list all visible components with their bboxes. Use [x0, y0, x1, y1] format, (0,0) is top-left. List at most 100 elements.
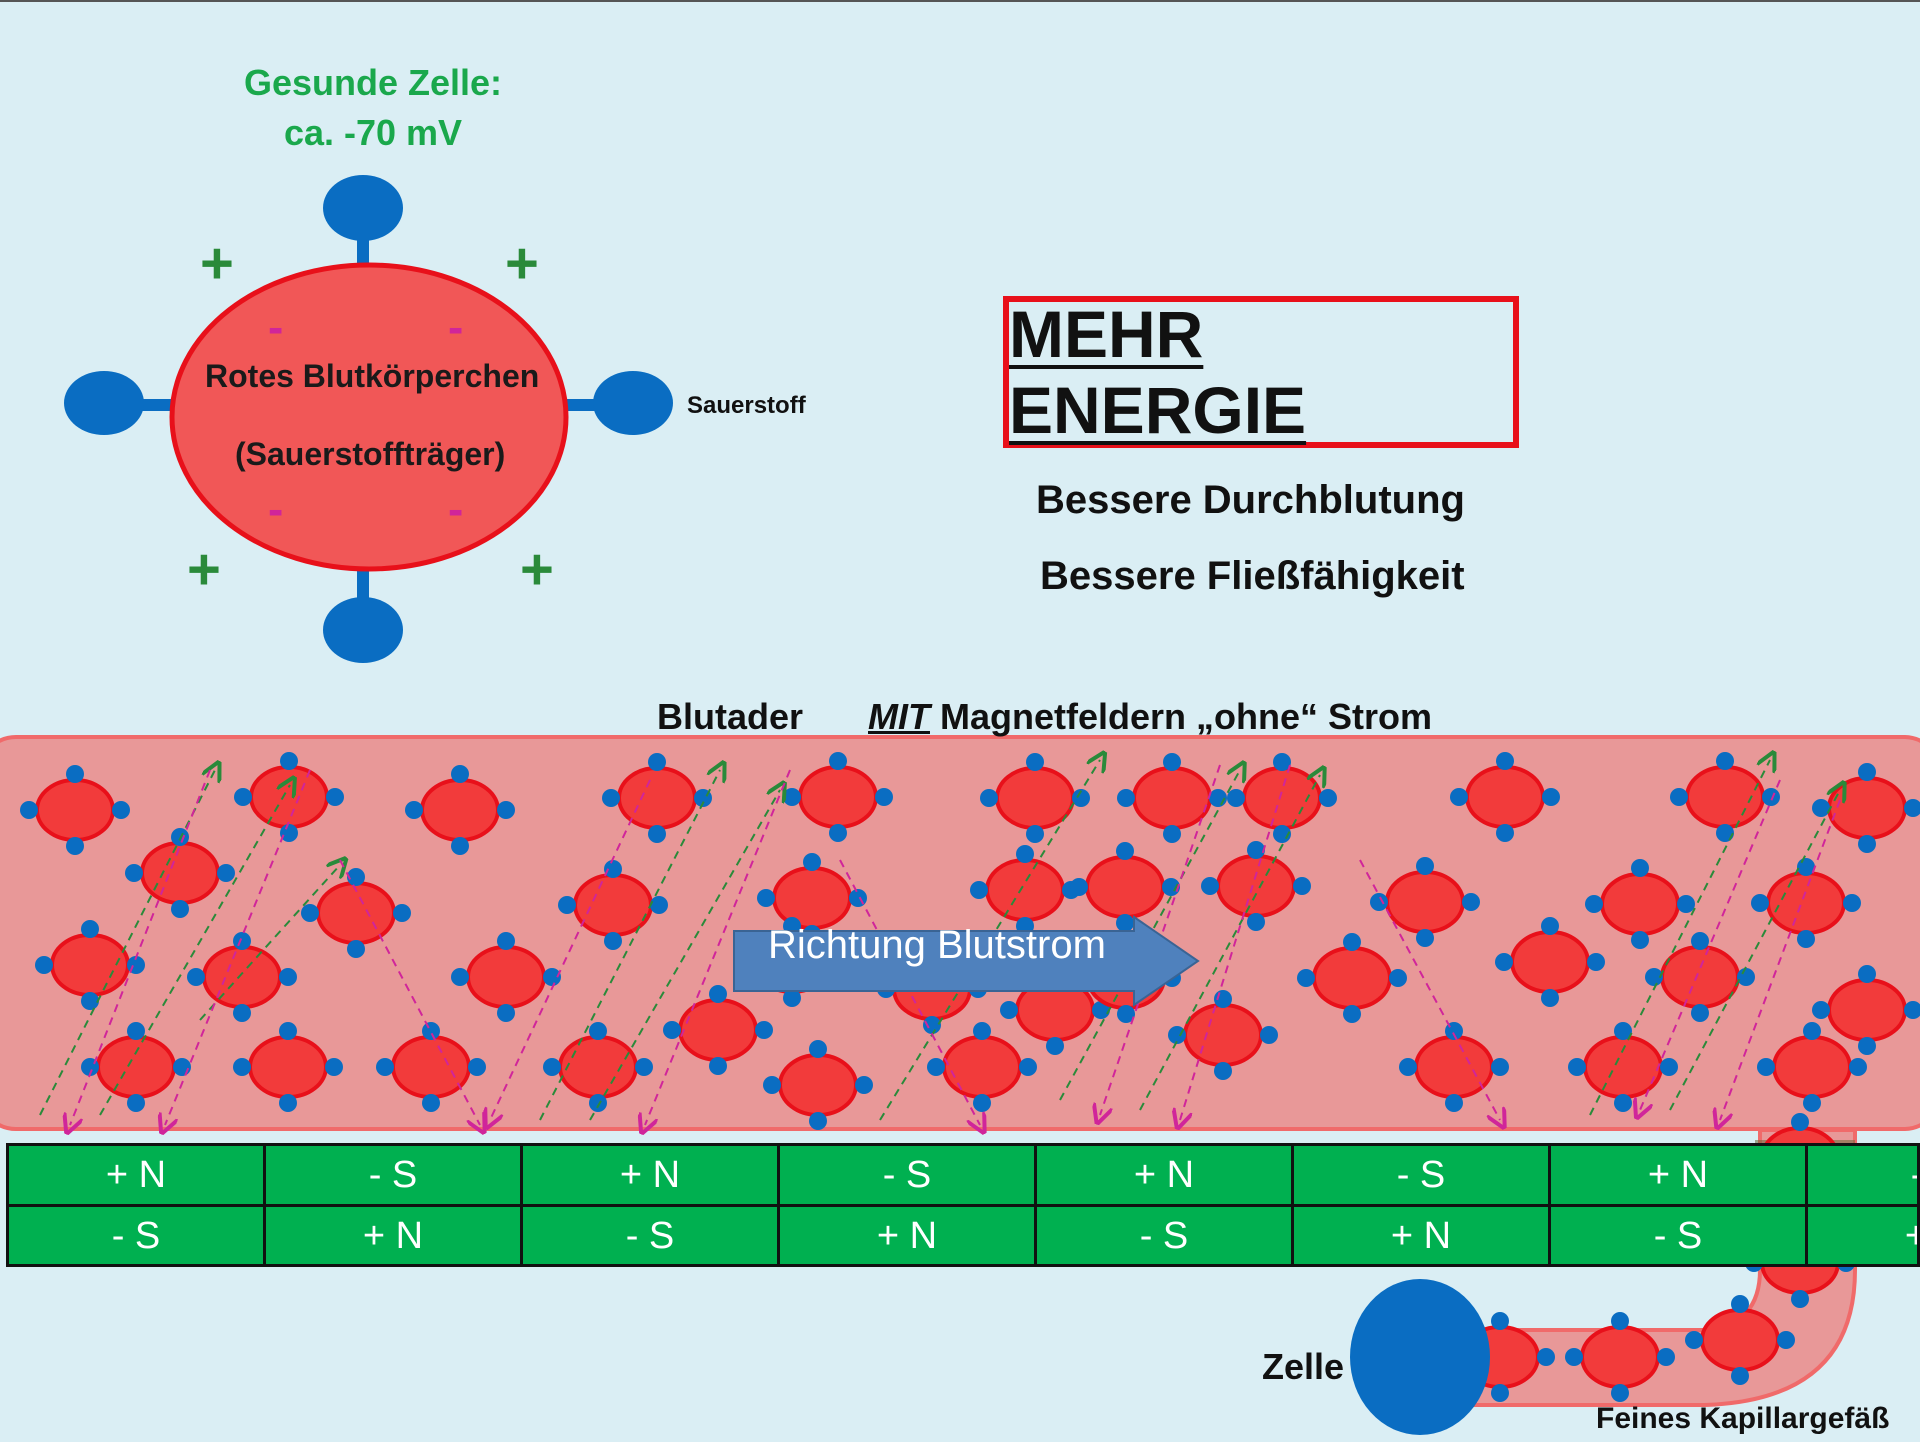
vessel-blood-cell	[1757, 1022, 1867, 1112]
oxygen-dot-icon	[1319, 789, 1337, 807]
oxygen-dot-icon	[1399, 1058, 1417, 1076]
oxygen-dot-icon	[451, 837, 469, 855]
oxygen-dot-icon	[451, 968, 469, 986]
headline-title: MEHR ENERGIE	[1009, 297, 1307, 447]
field-line-down	[839, 859, 980, 1125]
oxygen-dot-icon	[1116, 842, 1134, 860]
oxygen-dot-icon	[1904, 799, 1920, 817]
plus-charge-icon: +	[505, 231, 539, 296]
oxygen-dot-icon	[923, 1016, 941, 1034]
oxygen-dot-icon	[66, 837, 84, 855]
vessel-blood-cell	[783, 752, 893, 842]
oxygen-dot-icon	[663, 1021, 681, 1039]
oxygen-dot-icon	[1070, 878, 1088, 896]
oxygen-dot-icon	[280, 824, 298, 842]
oxygen-dot-icon	[1117, 789, 1135, 807]
oxygen-dot-icon	[1614, 1094, 1632, 1112]
oxygen-dot-icon	[604, 860, 622, 878]
oxygen-dot-icon	[1072, 789, 1090, 807]
oxygen-dot-icon	[648, 825, 666, 843]
oxygen-dot-icon	[757, 889, 775, 907]
plus-charge-icon: +	[187, 537, 221, 602]
oxygen-dot-icon	[1416, 929, 1434, 947]
vessel-blood-cell	[234, 752, 344, 842]
vessel-blood-cell	[81, 1022, 191, 1112]
magnet-pole-bottom: - S	[9, 1204, 266, 1264]
oxygen-dot-icon	[1791, 1290, 1809, 1308]
oxygen-dot-icon	[1389, 969, 1407, 987]
oxygen-dot-icon	[973, 1022, 991, 1040]
field-line-up	[1669, 790, 1840, 1111]
vessel-blood-cell	[1568, 1022, 1678, 1112]
vessel-blood-cell	[1812, 763, 1920, 853]
minus-charge-icon: -	[268, 301, 284, 353]
oxygen-dot-icon	[1812, 1001, 1830, 1019]
vessel-blood-cell	[1812, 965, 1920, 1055]
oxygen-dot-icon	[1462, 893, 1480, 911]
healthy-cell-voltage: ca. -70 mV	[283, 112, 463, 153]
oxygen-dot-icon	[1370, 893, 1388, 911]
oxygen-dot-icon	[1495, 953, 1513, 971]
oxygen-dot-icon	[1000, 1001, 1018, 1019]
oxygen-dot-icon	[648, 753, 666, 771]
oxygen-dot-icon	[125, 864, 143, 882]
oxygen-dot-icon	[1227, 789, 1245, 807]
oxygen-dot-icon	[1631, 931, 1649, 949]
oxygen-molecule-icon	[323, 597, 403, 663]
field-line-down	[1180, 764, 1291, 1120]
vessel-blood-cell	[663, 985, 773, 1075]
magnet-strip: + N- S- S+ N+ N- S- S+ N+ N- S- S+ N+ N-…	[6, 1143, 1920, 1267]
vessel-blood-cell	[1585, 859, 1695, 949]
oxygen-dot-icon	[1791, 1113, 1809, 1131]
oxygen-dot-icon	[1273, 753, 1291, 771]
big-blood-cell	[64, 175, 673, 663]
oxygen-dot-icon	[173, 1058, 191, 1076]
oxygen-dot-icon	[405, 801, 423, 819]
oxygen-dot-icon	[1537, 1348, 1555, 1366]
vessel-blood-cell	[1297, 933, 1407, 1023]
blood-cell-name: Rotes Blutkörperchen	[205, 358, 540, 394]
vessel-blood-cell	[1201, 841, 1311, 931]
field-line-up	[539, 770, 720, 1121]
vessel-blood-cell	[405, 765, 515, 855]
oxygen-dot-icon	[1858, 763, 1876, 781]
oxygen-dot-icon	[829, 824, 847, 842]
magnet-pole-top: - S	[266, 1146, 523, 1206]
field-line-up	[39, 770, 215, 1116]
oxygen-dot-icon	[35, 956, 53, 974]
oxygen-dot-icon	[1541, 989, 1559, 1007]
magnet-pole-top: - S	[1294, 1146, 1551, 1206]
blood-cell-role: (Sauerstoffträger)	[235, 436, 506, 472]
oxygen-dot-icon	[1343, 933, 1361, 951]
vessel-blood-cell	[970, 845, 1080, 935]
oxygen-dot-icon	[1803, 1022, 1821, 1040]
oxygen-dot-icon	[1491, 1312, 1509, 1330]
field-line-down	[1359, 859, 1500, 1120]
field-line-down	[165, 769, 311, 1125]
vessel-blood-cell	[1495, 917, 1605, 1007]
oxygen-dot-icon	[1542, 788, 1560, 806]
magnet-pole-top: + N	[1037, 1146, 1294, 1206]
vessel-blood-cell	[927, 1022, 1037, 1112]
oxygen-dot-icon	[602, 789, 620, 807]
field-line-down	[645, 769, 791, 1125]
oxygen-dot-icon	[1585, 895, 1603, 913]
oxygen-dot-icon	[1026, 753, 1044, 771]
oxygen-dot-icon	[1260, 1026, 1278, 1044]
vessel-blood-cell	[20, 765, 130, 855]
oxygen-dot-icon	[1657, 1348, 1675, 1366]
vessel-blood-cell	[1227, 753, 1337, 843]
vessel-blood-cell	[543, 1022, 653, 1112]
oxygen-dot-icon	[187, 968, 205, 986]
vessel-blood-cell	[763, 1040, 873, 1130]
oxygen-dot-icon	[1645, 968, 1663, 986]
oxygen-dot-icon	[1660, 1058, 1678, 1076]
oxygen-dot-icon	[973, 1094, 991, 1112]
oxygen-dot-icon	[803, 853, 821, 871]
oxygen-dot-icon	[1691, 1004, 1709, 1022]
oxygen-dot-icon	[1565, 1348, 1583, 1366]
oxygen-dot-icon	[171, 900, 189, 918]
benefit-circulation: Bessere Durchblutung	[1036, 478, 1465, 522]
oxygen-molecule-icon	[64, 371, 144, 435]
oxygen-dot-icon	[980, 789, 998, 807]
